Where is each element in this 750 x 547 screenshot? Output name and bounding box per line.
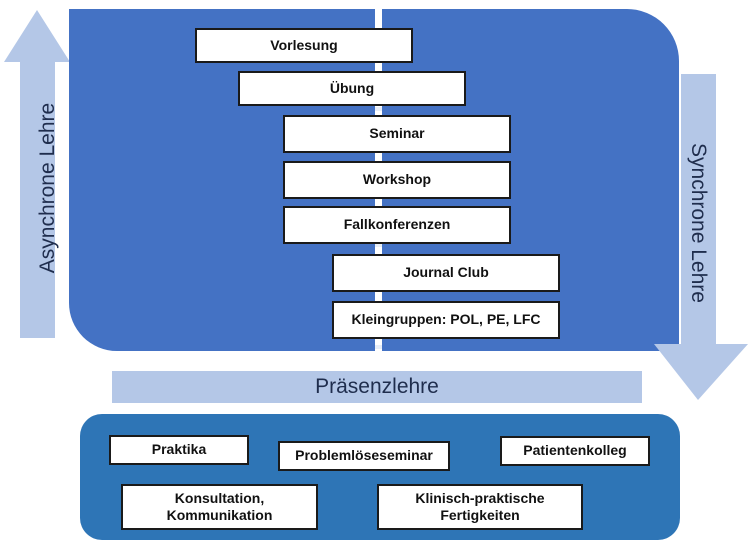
asynchrone-label: Asynchrone Lehre bbox=[36, 102, 59, 274]
box-workshop: Workshop bbox=[283, 161, 511, 199]
box-klinisch: Klinisch-praktische Fertigkeiten bbox=[377, 484, 583, 530]
box-konsultation: Konsultation, Kommunikation bbox=[121, 484, 318, 530]
synchrone-label: Synchrone Lehre bbox=[687, 143, 710, 303]
box-praktika: Praktika bbox=[109, 435, 249, 465]
box-uebung: Übung bbox=[238, 71, 466, 106]
box-kleingruppen: Kleingruppen: POL, PE, LFC bbox=[332, 301, 560, 339]
box-journal-club: Journal Club bbox=[332, 254, 560, 292]
praesenz-banner: Präsenzlehre bbox=[112, 371, 642, 403]
asynchrone-arrow bbox=[4, 10, 70, 338]
box-seminar: Seminar bbox=[283, 115, 511, 153]
praesenz-label: Präsenzlehre bbox=[315, 375, 439, 398]
box-vorlesung: Vorlesung bbox=[195, 28, 413, 63]
box-patientenkolleg: Patientenkolleg bbox=[500, 436, 650, 466]
box-problemloeseseminar: Problemlöseseminar bbox=[278, 441, 450, 471]
synchrone-arrow bbox=[654, 74, 748, 400]
box-fallkonferenzen: Fallkonferenzen bbox=[283, 206, 511, 244]
